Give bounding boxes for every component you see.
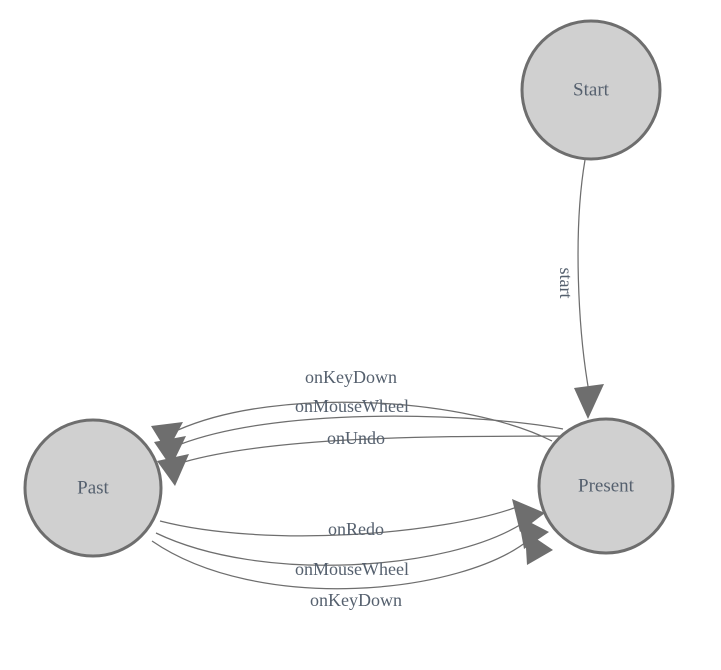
node-present[interactable]: Present bbox=[537, 417, 675, 555]
edge-label-onkeydown-lower: onKeyDown bbox=[310, 590, 402, 610]
arrowhead-icon bbox=[151, 422, 183, 452]
edge-present-past-undo[interactable]: onUndo bbox=[157, 428, 574, 486]
edge-label-start: start bbox=[556, 268, 576, 299]
node-past-circle[interactable] bbox=[23, 418, 163, 558]
edge-present-past-mousewheel[interactable]: onMouseWheel bbox=[154, 396, 564, 467]
edge-past-present-keydown[interactable]: onKeyDown bbox=[151, 531, 553, 610]
node-past[interactable]: Past bbox=[23, 418, 163, 558]
edge-past-present-redo[interactable]: onRedo bbox=[159, 499, 545, 539]
edge-line bbox=[577, 159, 590, 393]
edge-label-onkeydown-upper: onKeyDown bbox=[305, 367, 397, 387]
edge-line bbox=[180, 415, 564, 445]
edge-past-present-mousewheel[interactable]: onMouseWheel bbox=[155, 516, 549, 579]
edge-line bbox=[177, 401, 553, 442]
nodes-layer: Start Present Past bbox=[23, 19, 675, 558]
node-present-circle[interactable] bbox=[537, 417, 675, 555]
arrowhead-icon bbox=[525, 531, 553, 565]
arrowhead-icon bbox=[574, 384, 604, 419]
edge-start-present[interactable]: start bbox=[556, 159, 604, 419]
edges-layer: start onKeyDown onMouseWheel onUndo bbox=[151, 159, 604, 610]
edge-label-onundo: onUndo bbox=[327, 428, 385, 448]
arrowhead-icon bbox=[157, 454, 189, 486]
edge-line bbox=[159, 506, 518, 537]
edge-label-onmousewheel-upper: onMouseWheel bbox=[295, 396, 409, 416]
edge-line bbox=[155, 522, 524, 566]
edge-line bbox=[183, 435, 574, 463]
edge-line bbox=[151, 538, 531, 590]
edge-label-onredo: onRedo bbox=[328, 519, 384, 539]
node-start[interactable]: Start bbox=[520, 19, 662, 161]
node-start-circle[interactable] bbox=[520, 19, 662, 161]
arrowhead-icon bbox=[154, 436, 186, 467]
